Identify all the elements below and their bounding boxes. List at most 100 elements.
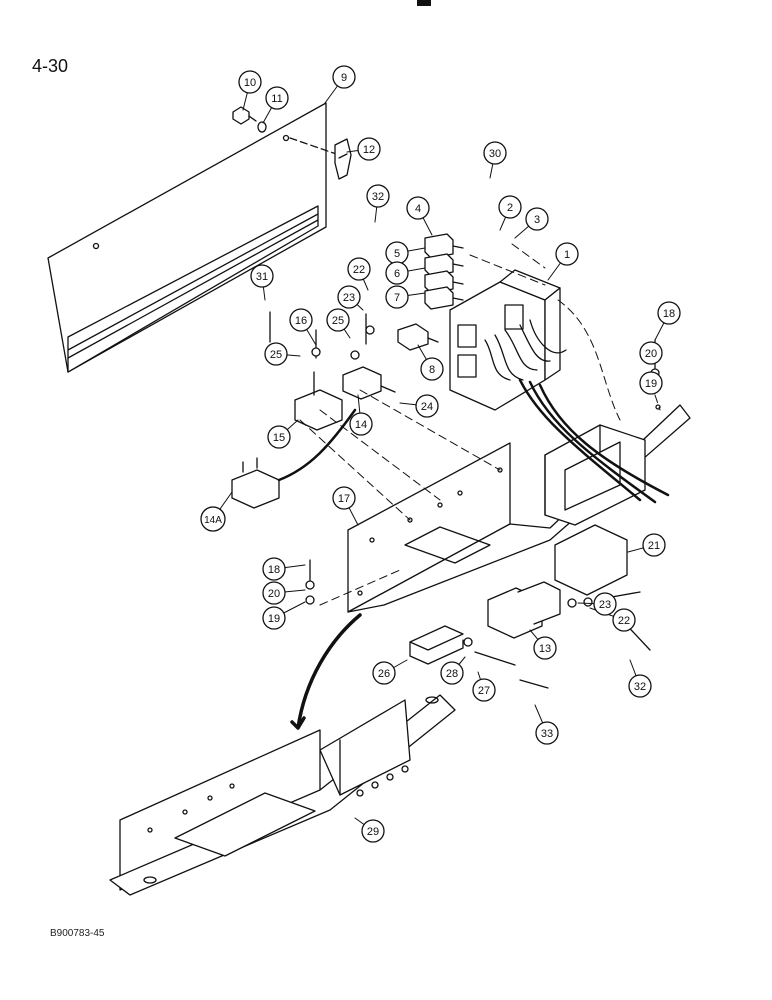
assembly-leader-lines bbox=[299, 243, 661, 606]
callout-label: 14 bbox=[355, 419, 367, 431]
callout-26: 26 bbox=[372, 659, 408, 685]
callout-24: 24 bbox=[399, 394, 439, 418]
callout-circle bbox=[357, 137, 381, 161]
callout-23: 23 bbox=[577, 592, 617, 616]
callout-label: 22 bbox=[618, 615, 630, 627]
callout-circle bbox=[238, 70, 262, 94]
callout-circle bbox=[289, 308, 313, 332]
callout-circle bbox=[639, 371, 663, 395]
callout-2: 2 bbox=[498, 195, 522, 231]
callout-circle bbox=[265, 86, 289, 110]
callout-label: 29 bbox=[367, 826, 379, 838]
callout-32: 32 bbox=[628, 659, 652, 698]
callout-circle bbox=[337, 285, 361, 309]
callout-circle bbox=[593, 592, 617, 616]
nut-part bbox=[232, 106, 257, 125]
callout-label: 22 bbox=[353, 264, 365, 276]
callout-label: 18 bbox=[268, 564, 280, 576]
callout-7: 7 bbox=[385, 285, 426, 309]
callout-6: 6 bbox=[385, 261, 426, 285]
rocker-switches bbox=[397, 233, 464, 351]
callout-28: 28 bbox=[440, 656, 466, 685]
callout-circle bbox=[440, 661, 464, 685]
callout-3: 3 bbox=[514, 207, 549, 239]
clip-part bbox=[334, 138, 352, 180]
callout-label: 25 bbox=[332, 315, 344, 327]
callout-label: 15 bbox=[273, 432, 285, 444]
callout-circle bbox=[361, 819, 385, 843]
switch-housing-assembly bbox=[449, 269, 670, 504]
callout-circle bbox=[472, 678, 496, 702]
callout-16: 16 bbox=[289, 308, 317, 346]
callout-circle bbox=[326, 308, 350, 332]
callout-circle bbox=[332, 486, 356, 510]
callout-1: 1 bbox=[547, 242, 579, 281]
callout-circle bbox=[657, 301, 681, 325]
callout-33: 33 bbox=[534, 704, 559, 745]
callout-label: 16 bbox=[295, 315, 307, 327]
callout-circle bbox=[639, 341, 663, 365]
washer-part bbox=[257, 121, 267, 133]
callout-14: 14 bbox=[349, 394, 373, 436]
callout-circle bbox=[533, 636, 557, 660]
relays bbox=[305, 339, 660, 689]
callout-21: 21 bbox=[627, 533, 666, 557]
callout-label: 12 bbox=[363, 144, 375, 156]
callout-5: 5 bbox=[385, 241, 426, 265]
callout-label: 4 bbox=[415, 203, 421, 215]
callout-11: 11 bbox=[262, 86, 289, 124]
callout-label: 25 bbox=[270, 349, 282, 361]
callout-circle bbox=[642, 533, 666, 557]
callout-13: 13 bbox=[529, 629, 557, 660]
callout-label: 9 bbox=[341, 72, 347, 84]
callout-8: 8 bbox=[417, 344, 444, 381]
page-number: 4-30 bbox=[32, 56, 69, 76]
callout-label: 5 bbox=[394, 248, 400, 260]
callout-label: 26 bbox=[378, 668, 390, 680]
callout-label: 24 bbox=[421, 401, 433, 413]
callout-circle bbox=[372, 661, 396, 685]
callout-label: 19 bbox=[645, 378, 657, 390]
callout-circle bbox=[483, 141, 507, 165]
callout-label: 32 bbox=[634, 681, 646, 693]
callout-25: 25 bbox=[264, 342, 301, 366]
callout-19: 19 bbox=[639, 371, 663, 395]
callout-label: 28 bbox=[446, 668, 458, 680]
callout-20: 20 bbox=[639, 341, 663, 365]
callout-4: 4 bbox=[406, 196, 433, 236]
callout-circle bbox=[262, 557, 286, 581]
callout-18: 18 bbox=[654, 301, 681, 341]
callout-label: 6 bbox=[394, 268, 400, 280]
callout-label: 21 bbox=[648, 540, 660, 552]
callout-22: 22 bbox=[347, 257, 371, 291]
callout-17: 17 bbox=[332, 486, 359, 526]
callout-label: 1 bbox=[564, 249, 570, 261]
callout-15: 15 bbox=[267, 419, 299, 449]
callout-label: 20 bbox=[645, 348, 657, 360]
callout-circle bbox=[262, 581, 286, 605]
callout-label: 20 bbox=[268, 588, 280, 600]
callout-label: 11 bbox=[271, 93, 282, 105]
callout-label: 2 bbox=[507, 202, 513, 214]
callout-25: 25 bbox=[326, 308, 351, 339]
callout-12: 12 bbox=[346, 137, 381, 161]
figure-code: B900783-45 bbox=[50, 928, 105, 939]
callout-circle bbox=[264, 342, 288, 366]
transfer-arrow bbox=[290, 613, 362, 730]
callout-label: 17 bbox=[338, 493, 350, 505]
callout-label: 13 bbox=[539, 643, 551, 655]
callout-label: 3 bbox=[534, 214, 540, 226]
callout-label: 8 bbox=[429, 364, 435, 376]
callout-label: 10 bbox=[244, 77, 256, 89]
callout-31: 31 bbox=[250, 264, 274, 301]
callout-circle bbox=[498, 195, 522, 219]
callout-label: 23 bbox=[343, 292, 355, 304]
callout-29: 29 bbox=[354, 817, 385, 843]
cover-panel bbox=[47, 102, 346, 373]
callout-circle bbox=[628, 674, 652, 698]
panel-fasteners bbox=[232, 106, 352, 180]
callout-circle bbox=[349, 412, 373, 436]
callout-label: 33 bbox=[541, 728, 553, 740]
